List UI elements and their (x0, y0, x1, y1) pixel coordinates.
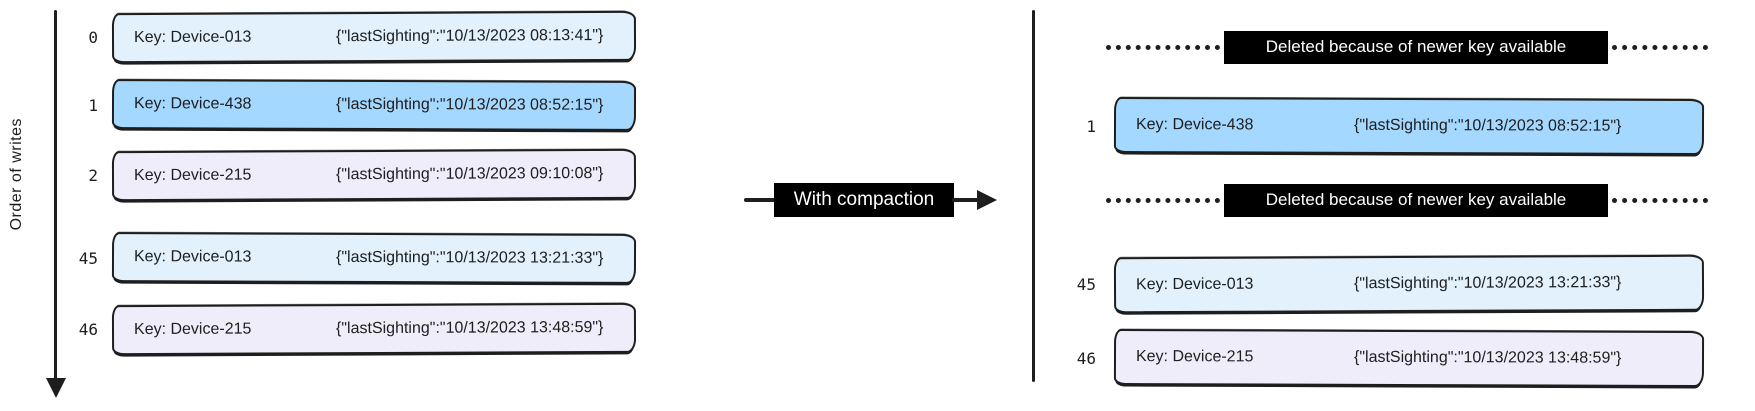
record-index: 46 (78, 319, 98, 339)
log-record-row: 1 Key: Device-438 {"lastSighting":"10/13… (1060, 96, 1705, 156)
log-record-row: 46 Key: Device-215 {"lastSighting":"10/1… (1060, 328, 1705, 388)
record-value: {"lastSighting":"10/13/2023 13:21:33"} (1353, 274, 1622, 293)
record-box: Key: Device-013 {"lastSighting":"10/13/2… (1113, 254, 1705, 314)
record-index: 1 (88, 95, 98, 115)
compacted-log-axis-line (1032, 10, 1035, 382)
deleted-record-marker: Deleted because of newer key available (1106, 184, 1708, 217)
record-box: Key: Device-215 {"lastSighting":"10/13/2… (1113, 328, 1705, 388)
dotted-line (1612, 45, 1708, 50)
record-index: 0 (88, 27, 98, 47)
record-box: Key: Device-215 {"lastSighting":"10/13/2… (111, 148, 637, 202)
deleted-record-label: Deleted because of newer key available (1224, 184, 1608, 217)
arrow-down-icon (46, 378, 66, 398)
log-record-row: 45 Key: Device-013 {"lastSighting":"10/1… (62, 232, 637, 284)
record-value: {"lastSighting":"10/13/2023 09:10:08"} (335, 164, 604, 184)
log-record-row: 45 Key: Device-013 {"lastSighting":"10/1… (1060, 254, 1705, 314)
record-key: Key: Device-215 (1135, 348, 1254, 366)
arrow-right-icon (977, 190, 997, 210)
log-record-row: 46 Key: Device-215 {"lastSighting":"10/1… (62, 302, 637, 356)
record-key: Key: Device-013 (133, 28, 252, 47)
record-value: {"lastSighting":"10/13/2023 08:52:15"} (335, 95, 604, 114)
log-record-row: 2 Key: Device-215 {"lastSighting":"10/13… (62, 148, 637, 202)
record-box: Key: Device-438 {"lastSighting":"10/13/2… (1113, 96, 1705, 156)
record-index: 45 (78, 248, 98, 268)
record-value: {"lastSighting":"10/13/2023 08:13:41"} (335, 26, 604, 46)
record-key: Key: Device-215 (133, 166, 252, 185)
log-record-row: 1 Key: Device-438 {"lastSighting":"10/13… (62, 79, 637, 131)
order-of-writes-axis-line (54, 10, 57, 382)
record-value: {"lastSighting":"10/13/2023 13:48:59"} (335, 318, 604, 338)
compaction-arrow-line (952, 198, 980, 202)
dotted-line (1106, 45, 1220, 50)
compaction-arrow-label: With compaction (774, 183, 954, 217)
record-index: 2 (88, 165, 98, 185)
record-value: {"lastSighting":"10/13/2023 13:48:59"} (1353, 348, 1622, 367)
record-key: Key: Device-438 (133, 95, 252, 113)
order-of-writes-label: Order of writes (8, 118, 25, 231)
record-key: Key: Device-013 (1135, 275, 1254, 294)
deleted-record-label: Deleted because of newer key available (1224, 31, 1608, 64)
record-key: Key: Device-013 (133, 248, 252, 266)
compaction-arrow-line (744, 198, 776, 202)
log-record-row: 0 Key: Device-013 {"lastSighting":"10/13… (62, 10, 637, 64)
record-value: {"lastSighting":"10/13/2023 13:21:33"} (335, 248, 604, 267)
record-value: {"lastSighting":"10/13/2023 08:52:15"} (1353, 116, 1622, 135)
record-index: 45 (1076, 274, 1096, 294)
dotted-line (1612, 198, 1708, 203)
dotted-line (1106, 198, 1220, 203)
record-box: Key: Device-215 {"lastSighting":"10/13/2… (111, 302, 637, 356)
record-index: 46 (1076, 348, 1096, 368)
record-box: Key: Device-438 {"lastSighting":"10/13/2… (111, 79, 637, 131)
record-key: Key: Device-438 (1135, 116, 1254, 134)
record-index: 1 (1086, 116, 1096, 136)
record-box: Key: Device-013 {"lastSighting":"10/13/2… (111, 10, 637, 64)
record-key: Key: Device-215 (133, 320, 252, 339)
deleted-record-marker: Deleted because of newer key available (1106, 31, 1708, 64)
record-box: Key: Device-013 {"lastSighting":"10/13/2… (111, 232, 637, 284)
